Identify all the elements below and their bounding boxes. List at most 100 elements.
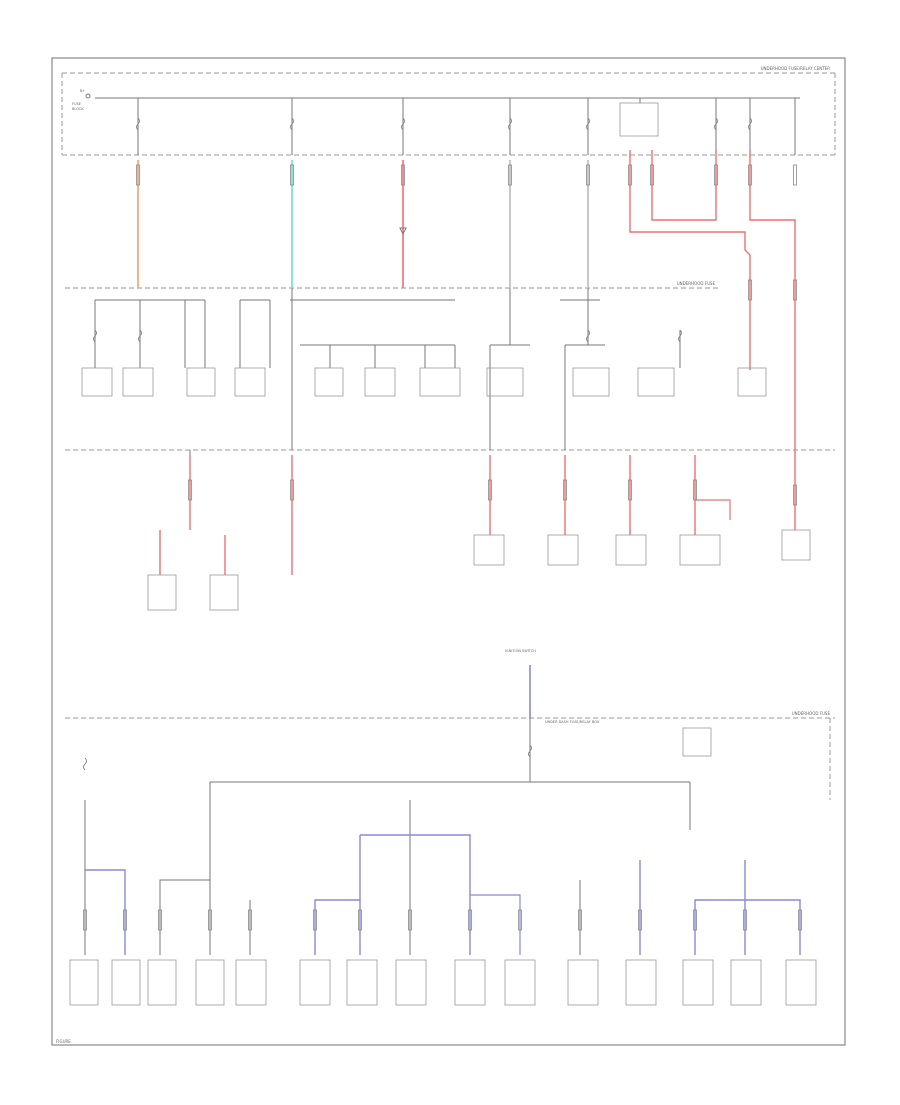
connector <box>793 279 797 301</box>
red-branch-connector-1 <box>290 479 294 501</box>
lower-connector-1 <box>123 909 127 931</box>
lower-bus-label: UNDERHOOD FUSE <box>792 711 831 716</box>
connector <box>650 164 654 186</box>
wire-path <box>695 499 731 520</box>
mid-box-9 <box>637 367 675 397</box>
lower-box-1 <box>111 959 141 1006</box>
red-branch-connector-0 <box>188 479 192 501</box>
lower-fuse-left <box>83 757 87 771</box>
fuse-element <box>528 744 532 758</box>
fuse-element <box>714 117 718 131</box>
blue-right-b <box>745 899 801 955</box>
top-fuse-center-label: UNDERHOOD FUSE/RELAY CENTER <box>761 66 831 71</box>
connector <box>793 484 797 506</box>
lower-box-10 <box>567 959 599 1006</box>
ignition-fuse <box>528 744 532 758</box>
fuse-symbols <box>83 117 802 931</box>
lower-mid-box-2 <box>473 534 505 566</box>
lower-connector-8 <box>468 909 472 931</box>
mid-fuse-1 <box>138 329 142 343</box>
lower-box-11 <box>625 959 657 1006</box>
top-relay <box>619 102 659 137</box>
fuse-element <box>93 329 97 343</box>
corner-label: FIGURE <box>56 1039 71 1044</box>
mid-box-7 <box>486 367 524 397</box>
svg-text:BLOCK: BLOCK <box>72 107 84 111</box>
blue-right-a <box>694 860 746 955</box>
lower-connector-7 <box>408 909 412 931</box>
lower-connector-13 <box>743 909 747 931</box>
red-feed-b <box>651 150 717 221</box>
feed-connector-1 <box>290 164 294 186</box>
top-fuse-2 <box>401 117 405 131</box>
mid-box-5 <box>364 367 396 397</box>
wires <box>84 98 801 955</box>
lower-connector-5 <box>313 909 317 931</box>
mid-fuse-2 <box>586 329 590 343</box>
mid-box-6 <box>419 367 461 397</box>
connector <box>793 164 797 186</box>
mid-bus-label: UNDERHOOD FUSE <box>677 281 716 286</box>
lower-box-5 <box>299 959 331 1006</box>
lower-mid-box-6 <box>781 529 811 561</box>
lower-box-2 <box>147 959 177 1006</box>
top-fuse-4 <box>586 117 590 131</box>
lower-box-12 <box>682 959 714 1006</box>
connector <box>748 279 752 301</box>
lower-mid-box-0 <box>147 574 177 611</box>
mid-box-2 <box>186 367 216 397</box>
fuse-element <box>508 117 512 131</box>
top-fuse-0 <box>136 117 140 131</box>
lower-box-7 <box>395 959 427 1006</box>
top-fuse-3 <box>508 117 512 131</box>
feed-connector-0 <box>136 164 140 186</box>
red-branch-connector-5 <box>693 479 697 501</box>
lower-connector-11 <box>638 909 642 931</box>
top-right-fuse-1 <box>748 117 752 131</box>
lower-fuse-box: UNDERHOOD FUSE UNDER DASH FUSE/RELAY BOX… <box>65 649 835 800</box>
lower-mid-box-5 <box>679 534 721 566</box>
mid-bus: UNDERHOOD FUSE <box>65 281 720 301</box>
svg-text:B+: B+ <box>80 89 85 93</box>
diagram-frame <box>51 57 846 1046</box>
fuse-element <box>401 117 405 131</box>
lower-connector-3 <box>208 909 212 931</box>
feed-connector-2 <box>401 164 405 186</box>
lower-box-0 <box>69 959 99 1006</box>
lower-mid-box-4 <box>615 534 647 566</box>
red-branch-connector-4 <box>628 479 632 501</box>
lower-connector-9 <box>518 909 522 931</box>
blue-mid-b <box>314 835 361 955</box>
connector <box>748 164 752 186</box>
mid-box-0 <box>81 367 113 397</box>
lower-box-13 <box>730 959 762 1006</box>
red-branch-connector-2 <box>488 479 492 501</box>
ignition-switch-label: IGNITION SWITCH <box>505 649 536 653</box>
fuse-element <box>586 117 590 131</box>
lower-box-9 <box>504 959 536 1006</box>
mid-box-8 <box>572 367 610 397</box>
mid-fuse-3 <box>678 329 682 343</box>
mid-fuse-0 <box>93 329 97 343</box>
fuse-element <box>678 329 682 343</box>
lower-mid-box-3 <box>547 534 579 566</box>
lower-box-3 <box>195 959 225 1006</box>
blue-left <box>85 869 126 955</box>
fuse-element <box>136 117 140 131</box>
lower-connector-4 <box>248 909 252 931</box>
lower-box-8 <box>454 959 486 1006</box>
fuse-element <box>83 757 87 771</box>
lower-box-6 <box>346 959 378 1006</box>
lower-connector-12 <box>693 909 697 931</box>
mid-box-1 <box>122 367 154 397</box>
red-branch-connector-3 <box>563 479 567 501</box>
fuse-element <box>748 117 752 131</box>
connector <box>714 164 718 186</box>
ground-symbol <box>399 227 407 236</box>
lower-connector-0 <box>83 909 87 931</box>
lower-connector-10 <box>578 909 582 931</box>
fuse-element <box>138 329 142 343</box>
mid-box-3 <box>234 367 266 397</box>
top-fuse-1 <box>290 117 294 131</box>
